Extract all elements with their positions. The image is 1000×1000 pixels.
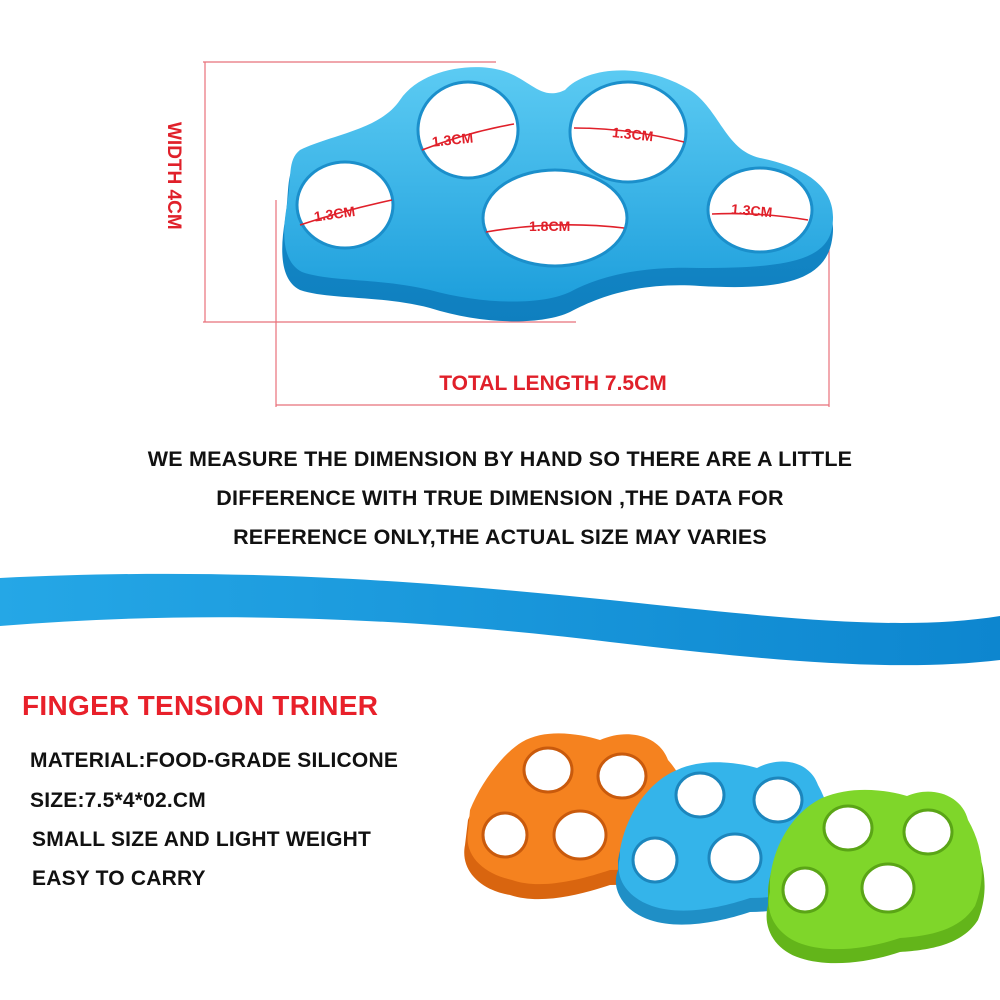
note-line-2: DIFFERENCE WITH TRUE DIMENSION ,THE DATA…: [216, 486, 784, 510]
dimension-diagram: 1.3CM 1.3CM 1.3CM 1.8CM 1.3CM WIDTH 4CM …: [163, 61, 834, 407]
ring-1-label: 1.3CM: [431, 129, 474, 149]
ring-2-label: 1.3CM: [611, 124, 654, 144]
spec-material: MATERIAL:FOOD-GRADE SILICONE: [30, 749, 399, 772]
ring-3-label: 1.3CM: [313, 203, 356, 225]
width-dimension-lines: [203, 61, 576, 323]
width-label: WIDTH 4CM: [163, 122, 184, 230]
spec-carry: EASY TO CARRY: [32, 867, 206, 890]
spec-size: SIZE:7.5*4*02.CM: [30, 789, 206, 812]
product-heading: FINGER TENSION TRINER: [22, 690, 379, 721]
ring-5-label: 1.3CM: [730, 201, 772, 221]
spec-weight: SMALL SIZE AND LIGHT WEIGHT: [32, 828, 372, 851]
note-line-3: REFERENCE ONLY,THE ACTUAL SIZE MAY VARIE…: [233, 525, 767, 549]
ring-4-label: 1.8CM: [529, 218, 570, 234]
length-label: TOTAL LENGTH 7.5CM: [439, 372, 667, 395]
note-line-1: WE MEASURE THE DIMENSION BY HAND SO THER…: [147, 447, 853, 471]
green-finger-trainer: [766, 789, 985, 964]
ring-measure-lines: [299, 123, 809, 233]
